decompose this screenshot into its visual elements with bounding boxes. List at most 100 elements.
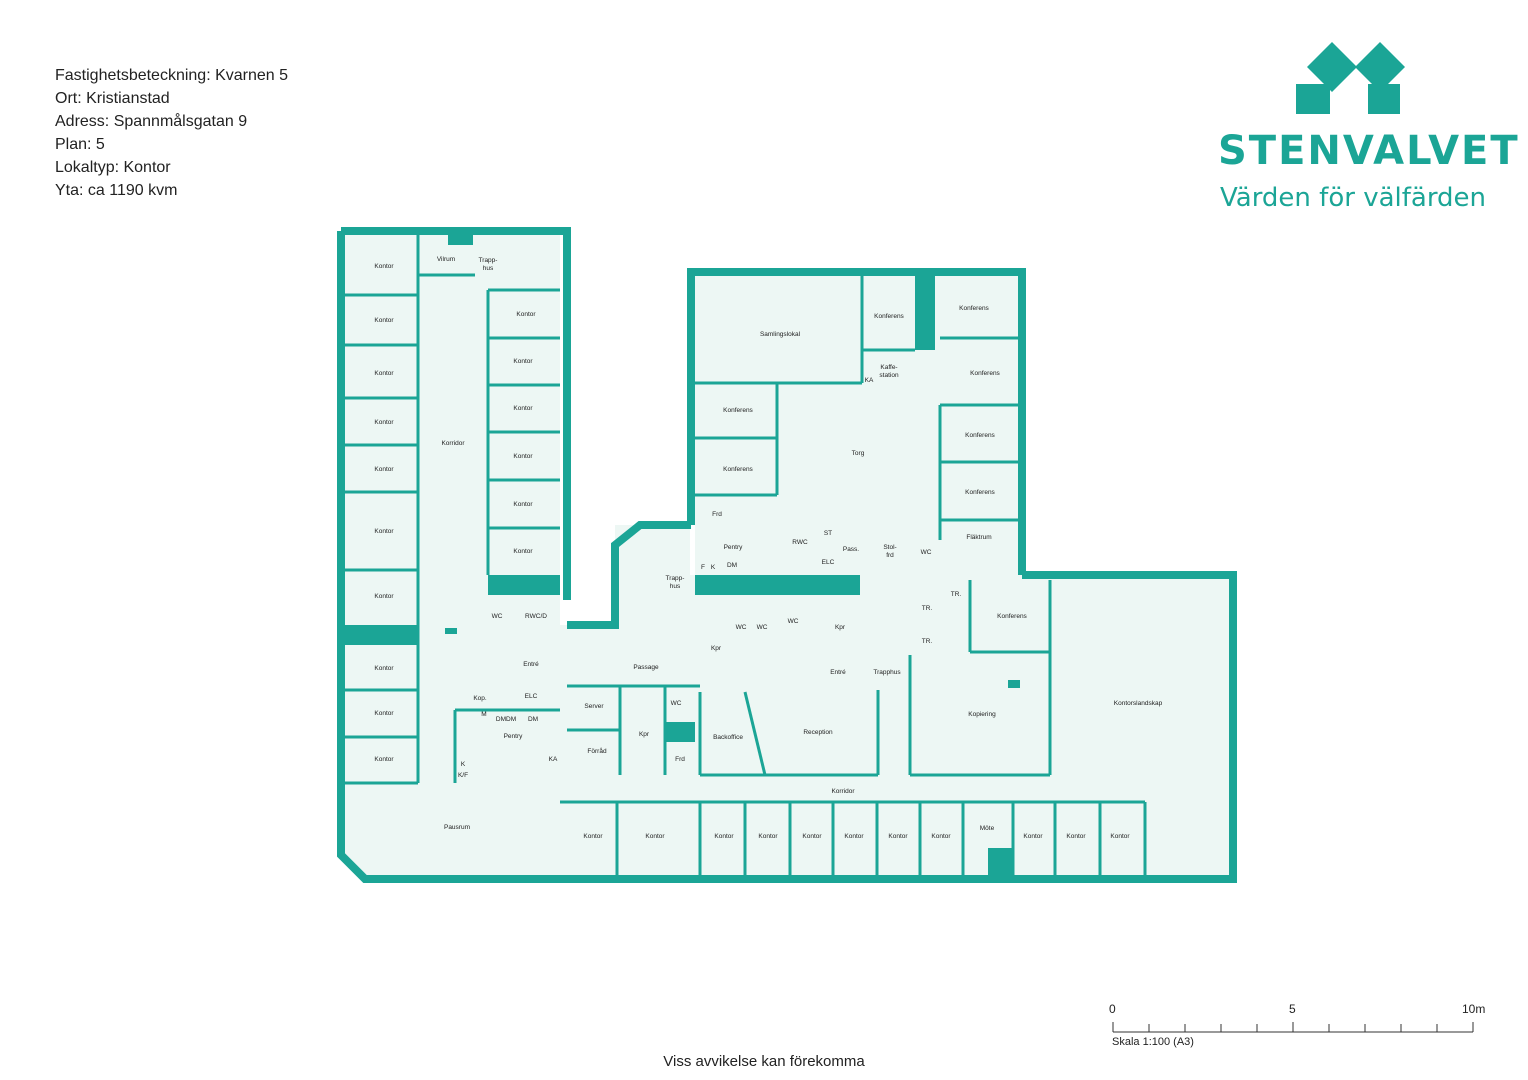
room-kontor-6: Kontor <box>374 528 394 535</box>
room-kontor-21: Kontor <box>802 833 822 840</box>
scale-label-0: 0 <box>1109 1002 1116 1016</box>
scale-bar <box>1112 1022 1474 1033</box>
room-kontor-16: Kontor <box>513 548 533 555</box>
room-trapphus-b1: Trapp- <box>666 575 685 582</box>
room-kontor-20: Kontor <box>758 833 778 840</box>
room-kaffestation-2: station <box>879 372 899 379</box>
room-trapphus-a2: hus <box>483 265 494 272</box>
room-entre-west: Entré <box>523 661 539 668</box>
room-kontor-14: Kontor <box>513 453 533 460</box>
room-kaffestation-1: Kaffe- <box>880 364 897 371</box>
room-rwc: RWC <box>792 539 808 546</box>
room-kontor-26: Kontor <box>1066 833 1086 840</box>
label-dm-1: DM <box>727 562 737 569</box>
room-kontor-15: Kontor <box>513 501 533 508</box>
room-kopiering: Kopiering <box>968 711 996 718</box>
room-frd-1: Frd <box>675 756 685 763</box>
room-kontor-4: Kontor <box>374 419 394 426</box>
room-torg: Torg <box>852 450 865 457</box>
room-st: ST <box>824 530 832 537</box>
label-dm-2: DM <box>528 716 538 723</box>
room-konferens-4: Konferens <box>723 407 753 414</box>
room-mote: Möte <box>980 825 995 832</box>
label-k-2: K <box>461 761 466 768</box>
room-frd-2: Frd <box>712 511 722 518</box>
room-konferens-6: Konferens <box>965 432 995 439</box>
room-elc-west: ELC <box>525 693 538 700</box>
room-kontorslandskap: Kontorslandskap <box>1114 700 1163 707</box>
room-trapphus-c: Trapphus <box>873 669 901 676</box>
room-wc-5: WC <box>788 618 799 625</box>
room-samlingslokal: Samlingslokal <box>760 331 801 338</box>
room-konferens-1: Konferens <box>874 313 904 320</box>
room-kontor-2: Kontor <box>374 317 394 324</box>
room-kpr-3: Kpr <box>835 624 846 631</box>
label-kf: K/F <box>458 772 468 779</box>
room-kontor-18: Kontor <box>645 833 665 840</box>
premises-type: Lokaltyp: Kontor <box>55 159 171 176</box>
area: Yta: ca 1190 kvm <box>55 182 178 199</box>
room-kontor-19: Kontor <box>714 833 734 840</box>
room-kontor-7: Kontor <box>374 593 394 600</box>
room-kontor-24: Kontor <box>931 833 951 840</box>
room-kontor-27: Kontor <box>1110 833 1130 840</box>
floor: Plan: 5 <box>55 136 105 153</box>
room-konferens-3: Konferens <box>970 370 1000 377</box>
room-tr-1: TR. <box>951 591 962 598</box>
room-kontor-22: Kontor <box>844 833 864 840</box>
room-kontor-11: Kontor <box>516 311 536 318</box>
room-elc-east: ELC <box>822 559 835 566</box>
scale-label-10: 10m <box>1462 1002 1486 1016</box>
room-pausrum: Pausrum <box>444 824 470 831</box>
room-server: Server <box>584 703 604 710</box>
room-kpr-1: Kpr <box>639 731 650 738</box>
room-trapphus-b2: hus <box>670 583 681 590</box>
room-kontor-3: Kontor <box>374 370 394 377</box>
label-dmdm: DMDM <box>496 716 516 723</box>
room-vilrum: Vilrum <box>437 256 455 263</box>
room-kontor-17: Kontor <box>583 833 603 840</box>
brand-name: STENVALVET <box>1218 128 1520 174</box>
room-pentry-west: Pentry <box>504 733 524 740</box>
room-rwcd: RWC/D <box>525 613 547 620</box>
room-konferens-8: Konferens <box>997 613 1027 620</box>
address: Adress: Spannmålsgatan 9 <box>55 113 248 130</box>
room-passage: Passage <box>633 664 659 671</box>
room-wc-3: WC <box>736 624 747 631</box>
room-stolfrd-1: Stol- <box>883 544 896 551</box>
room-trapphus-a1: Trapp- <box>479 257 498 264</box>
room-tr-3: TR. <box>922 638 933 645</box>
room-wc-2: WC <box>671 700 682 707</box>
room-tr-2: TR. <box>922 605 933 612</box>
disclaimer: Viss avvikelse kan förekomma <box>663 1053 865 1070</box>
room-korridor-west: Korridor <box>441 440 465 447</box>
room-wc-4: WC <box>757 624 768 631</box>
room-konferens-5: Konferens <box>723 466 753 473</box>
property-designation: Fastighetsbeteckning: Kvarnen 5 <box>55 67 289 84</box>
room-kontor-25: Kontor <box>1023 833 1043 840</box>
room-kontor-5: Kontor <box>374 466 394 473</box>
room-kontor-1: Kontor <box>374 263 394 270</box>
stenvalvet-logo-mark <box>1296 42 1405 114</box>
city: Ort: Kristianstad <box>55 90 170 107</box>
room-entre-east: Entré <box>830 669 846 676</box>
room-forrad: Förråd <box>587 747 607 755</box>
room-kontor-23: Kontor <box>888 833 908 840</box>
room-kpr-2: Kpr <box>711 645 722 652</box>
label-ka-1: KA <box>865 377 874 384</box>
room-backoffice: Backoffice <box>713 734 743 741</box>
label-f: F <box>701 564 705 571</box>
label-ka-2: KA <box>549 756 558 763</box>
label-k-1: K <box>711 564 716 571</box>
scale-caption: Skala 1:100 (A3) <box>1112 1036 1194 1048</box>
brand-tagline: Värden för välfärden <box>1220 183 1487 213</box>
room-wc-1: WC <box>492 613 503 620</box>
property-info: Fastighetsbeteckning: Kvarnen 5 Ort: Kri… <box>55 64 288 202</box>
room-kontor-13: Kontor <box>513 405 533 412</box>
room-kontor-12: Kontor <box>513 358 533 365</box>
room-flaktrum: Fläktrum <box>966 534 991 541</box>
room-konferens-2: Konferens <box>959 305 989 312</box>
room-wc-6: WC <box>921 549 932 556</box>
room-reception: Reception <box>803 729 833 736</box>
